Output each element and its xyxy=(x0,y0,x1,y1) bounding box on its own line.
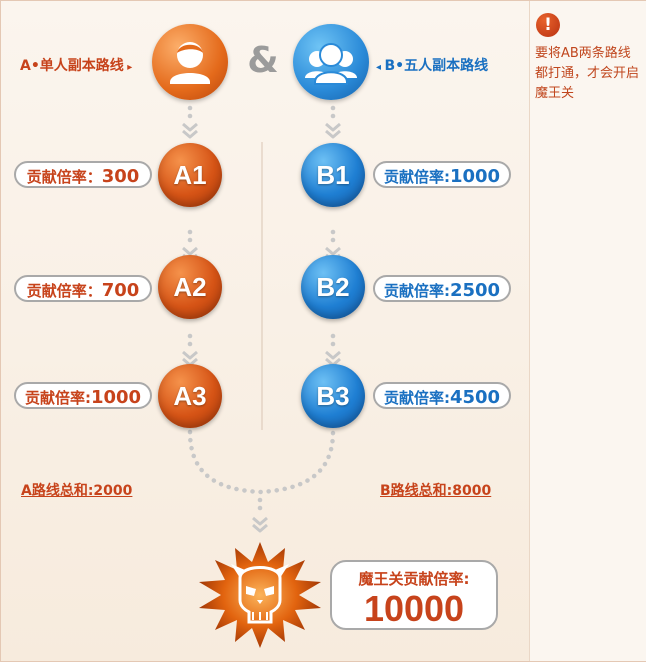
node-a1: A1 xyxy=(158,143,222,207)
single-player-icon xyxy=(152,24,228,100)
boss-multiplier-box: 魔王关贡献倍率: 10000 xyxy=(330,560,498,630)
route-a-title: A•单人副本路线 ▸ xyxy=(20,58,133,74)
route-b-title: ◂ B•五人副本路线 xyxy=(376,58,489,74)
node-a3: A3 xyxy=(158,364,222,428)
ampersand: & xyxy=(247,40,279,81)
boss-multiplier-label: 魔王关贡献倍率: xyxy=(358,570,470,588)
team-players-icon xyxy=(293,24,369,100)
boss-skull-icon xyxy=(199,542,321,648)
boss-multiplier-value: 10000 xyxy=(363,588,465,629)
node-a1-multiplier: 贡献倍率：300 xyxy=(14,161,152,188)
route-b-total: B路线总和:8000 xyxy=(380,483,492,499)
unlock-notice-text: 要将AB两条路线都打通，才会开启魔王关 xyxy=(535,46,640,101)
node-b2-multiplier: 贡献倍率:2500 xyxy=(373,275,511,302)
route-a-total: A路线总和:2000 xyxy=(21,483,133,499)
node-a2-multiplier: 贡献倍率：700 xyxy=(14,275,152,302)
node-b2: B2 xyxy=(301,255,365,319)
route-b-dots xyxy=(330,105,336,347)
node-a3-multiplier: 贡献倍率:1000 xyxy=(14,382,152,409)
route-diagram xyxy=(1,1,529,661)
node-b1-multiplier: 贡献倍率:1000 xyxy=(373,161,511,188)
merge-curve xyxy=(187,429,336,495)
exclamation-icon: ! xyxy=(536,13,560,37)
route-a-dots xyxy=(187,105,193,347)
node-b1: B1 xyxy=(301,143,365,207)
node-a2: A2 xyxy=(158,255,222,319)
node-b3-multiplier: 贡献倍率:4500 xyxy=(373,382,511,409)
node-b3: B3 xyxy=(301,364,365,428)
notice-sidebar xyxy=(529,1,646,661)
